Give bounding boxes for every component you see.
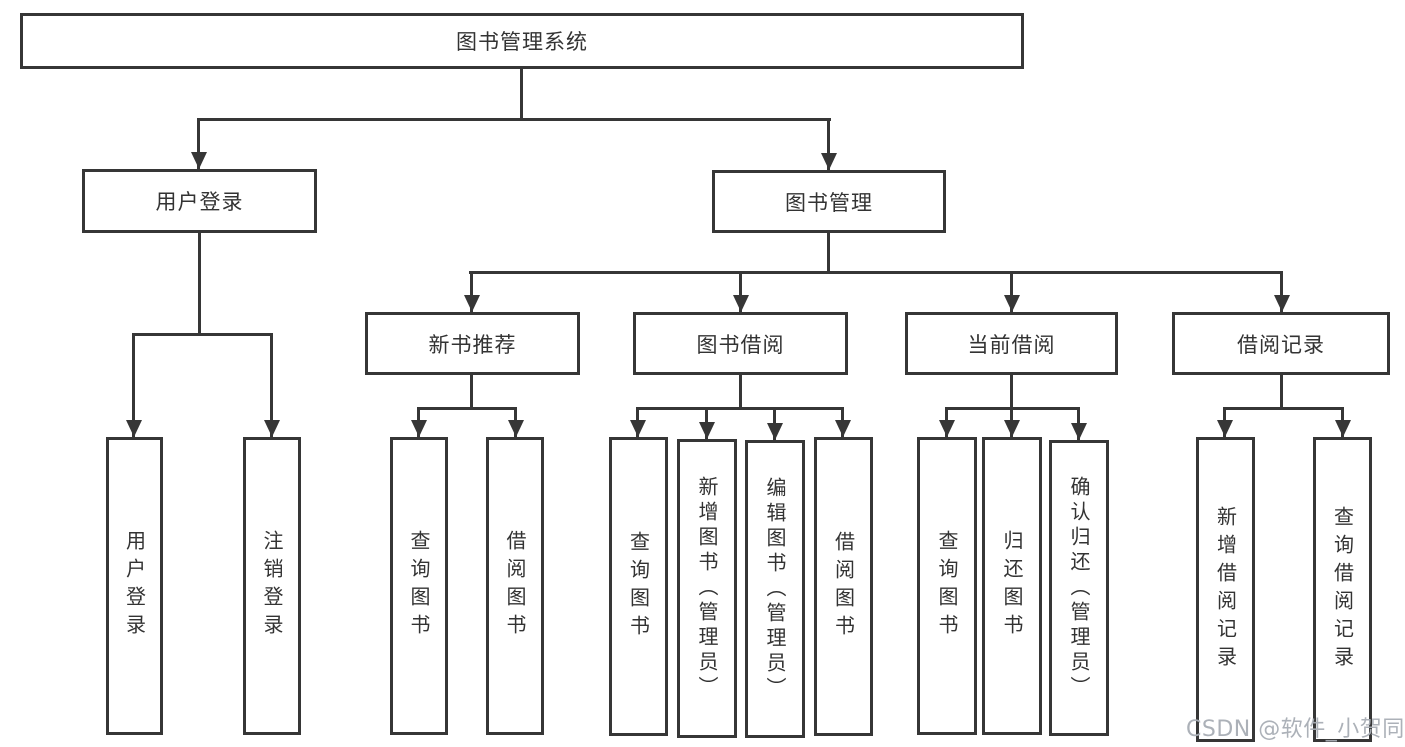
leaf-logout: 注销登录 bbox=[243, 437, 301, 735]
leaf-query-book-b: 查询图书 bbox=[609, 437, 668, 736]
node-user-login: 用户登录 bbox=[82, 169, 317, 233]
arrow-to-user-login bbox=[197, 118, 200, 169]
arrow-to-add-book bbox=[705, 407, 708, 439]
leaf-query-borrow-record-label: 查询借阅记录 bbox=[1330, 505, 1355, 674]
leaf-return-book-label: 归还图书 bbox=[1000, 530, 1024, 642]
leaf-add-book-admin: 新增图书（管理员） bbox=[677, 439, 737, 738]
leaf-add-borrow-record: 新增借阅记录 bbox=[1196, 437, 1255, 742]
arrow-to-new-book bbox=[470, 271, 473, 312]
arrow-to-borrow-book-a bbox=[514, 407, 517, 437]
node-book-management-label: 图书管理 bbox=[785, 190, 873, 215]
arrow-to-query-record bbox=[1341, 407, 1344, 437]
connector-root-branch bbox=[197, 118, 831, 121]
connector-book-borrow-stem bbox=[739, 375, 742, 410]
leaf-add-book-admin-label: 新增图书（管理员） bbox=[695, 476, 719, 701]
leaf-confirm-return-admin-label: 确认归还（管理员） bbox=[1067, 475, 1091, 701]
connector-current-borrow-stem bbox=[1010, 375, 1013, 410]
leaf-edit-book-admin-label: 编辑图书（管理员） bbox=[763, 476, 787, 702]
arrow-to-current-borrow bbox=[1010, 271, 1013, 312]
leaf-logout-label: 注销登录 bbox=[260, 530, 284, 642]
node-book-borrow-label: 图书借阅 bbox=[696, 332, 785, 357]
node-root-label: 图书管理系统 bbox=[456, 30, 588, 54]
node-user-login-label: 用户登录 bbox=[155, 190, 244, 214]
arrow-to-leaf-logout bbox=[270, 333, 273, 437]
connector-new-book-stem bbox=[470, 375, 473, 410]
node-borrow-records: 借阅记录 bbox=[1172, 312, 1390, 375]
arrow-to-query-book-b bbox=[636, 407, 639, 437]
leaf-query-book-c-label: 查询图书 bbox=[935, 530, 959, 642]
leaf-borrow-book-a-label: 借阅图书 bbox=[503, 530, 527, 642]
node-book-management: 图书管理 bbox=[712, 170, 946, 233]
leaf-query-book-c: 查询图书 bbox=[917, 437, 977, 735]
connector-borrow-records-stem bbox=[1280, 375, 1283, 410]
leaf-return-book: 归还图书 bbox=[982, 437, 1042, 735]
arrow-to-borrow-records bbox=[1280, 271, 1283, 312]
node-new-book-recommend-label: 新书推荐 bbox=[428, 332, 517, 357]
node-new-book-recommend: 新书推荐 bbox=[365, 312, 580, 375]
arrow-to-query-book-a bbox=[417, 407, 420, 437]
leaf-edit-book-admin: 编辑图书（管理员） bbox=[745, 440, 805, 738]
arrow-to-add-record bbox=[1223, 407, 1226, 437]
leaf-borrow-book-b: 借阅图书 bbox=[814, 437, 873, 736]
connector-user-login-stem bbox=[198, 232, 201, 336]
leaf-user-login: 用户登录 bbox=[106, 437, 163, 735]
arrow-to-borrow-book-b bbox=[841, 407, 844, 437]
arrow-to-book-borrow bbox=[739, 271, 742, 312]
leaf-confirm-return-admin: 确认归还（管理员） bbox=[1049, 440, 1109, 736]
connector-borrow-records-branch bbox=[1223, 407, 1344, 410]
arrow-to-return-book bbox=[1010, 407, 1013, 437]
connector-root-stem bbox=[520, 69, 523, 120]
leaf-query-borrow-record: 查询借阅记录 bbox=[1313, 437, 1372, 742]
arrow-to-edit-book bbox=[773, 407, 776, 440]
leaf-query-book-a-label: 查询图书 bbox=[407, 530, 431, 642]
leaf-borrow-book-a: 借阅图书 bbox=[486, 437, 544, 735]
arrow-to-query-book-c bbox=[945, 407, 948, 437]
csdn-watermark: CSDN @软件_小贺同学 bbox=[1186, 717, 1405, 742]
leaf-query-book-a: 查询图书 bbox=[390, 437, 448, 735]
connector-new-book-branch bbox=[417, 407, 517, 410]
arrow-to-book-mgmt bbox=[827, 118, 830, 170]
node-borrow-records-label: 借阅记录 bbox=[1237, 332, 1325, 357]
arrow-to-confirm-return bbox=[1077, 407, 1080, 440]
leaf-query-book-b-label: 查询图书 bbox=[626, 530, 651, 643]
node-current-borrow-label: 当前借阅 bbox=[967, 332, 1056, 357]
node-book-borrow: 图书借阅 bbox=[633, 312, 848, 375]
connector-user-login-branch bbox=[132, 333, 273, 336]
node-current-borrow: 当前借阅 bbox=[905, 312, 1118, 375]
leaf-borrow-book-b-label: 借阅图书 bbox=[831, 530, 856, 643]
connector-book-mgmt-stem bbox=[827, 233, 830, 274]
node-root: 图书管理系统 bbox=[20, 13, 1024, 69]
connector-book-mgmt-branch bbox=[469, 271, 1283, 274]
leaf-user-login-label: 用户登录 bbox=[122, 530, 147, 642]
arrow-to-leaf-user-login bbox=[132, 333, 135, 437]
connector-book-borrow-branch bbox=[636, 407, 844, 410]
leaf-add-borrow-record-label: 新增借阅记录 bbox=[1213, 505, 1238, 674]
